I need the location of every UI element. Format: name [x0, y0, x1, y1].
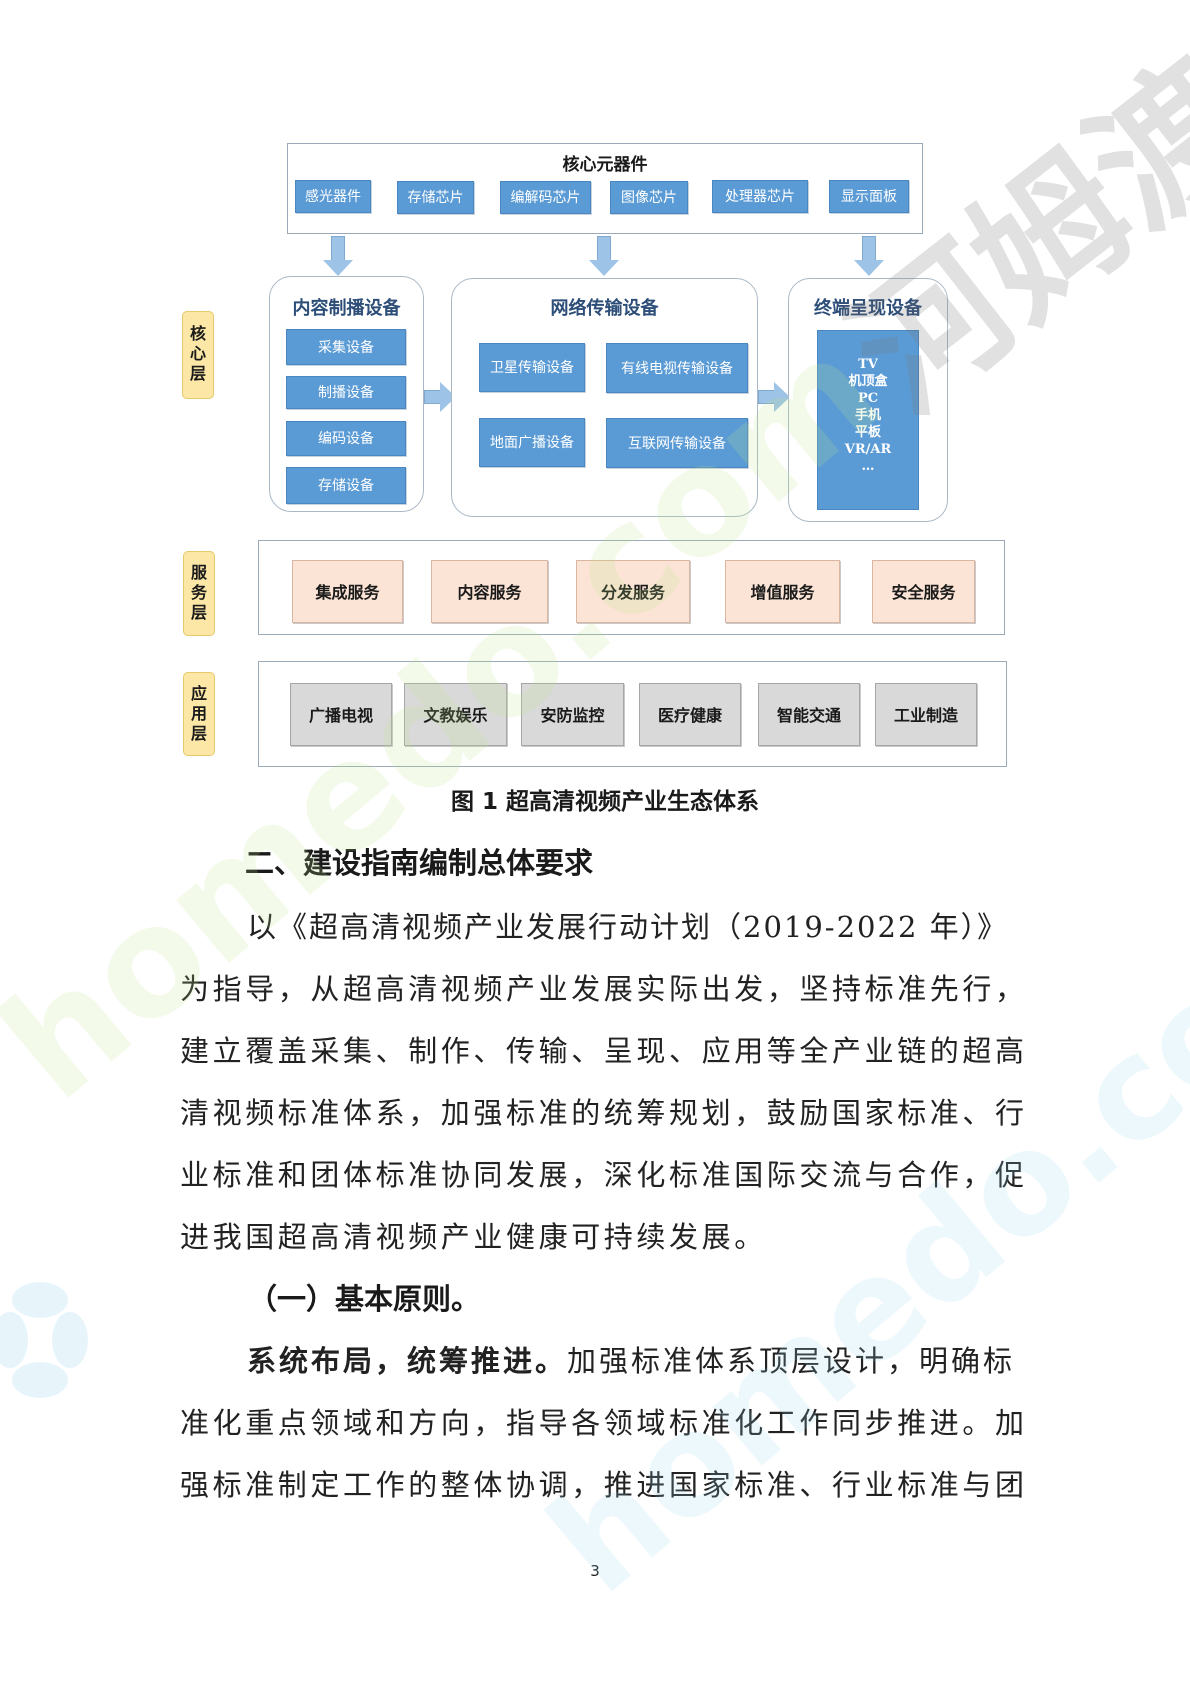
component-image-chip: 图像芯片 — [610, 181, 688, 214]
app-smart-transport: 智能交通 — [758, 683, 860, 746]
figure-caption: 图 1 超高清视频产业生态体系 — [450, 789, 760, 815]
terminal-item: 机顶盒 — [848, 374, 888, 389]
service-layer-frame — [258, 540, 1005, 635]
core-components-title: 核心元器件 — [562, 155, 648, 175]
service-value-added: 增值服务 — [725, 560, 840, 623]
terminal-item: 平板 — [854, 425, 881, 440]
service-distribution: 分发服务 — [576, 560, 690, 623]
paragraph-line: 准化重点领域和方向，指导各领域标准化工作同步推进。加 — [180, 1406, 1028, 1440]
paragraph-line: 业标准和团体标准协同发展，深化标准国际交流与合作，促 — [180, 1158, 1028, 1192]
paragraph-line: 建立覆盖采集、制作、传输、呈现、应用等全产业链的超高 — [180, 1034, 1028, 1068]
network-item-internet: 互联网传输设备 — [606, 418, 748, 468]
service-security: 安全服务 — [872, 560, 975, 623]
terminal-item: VR/AR — [844, 442, 892, 457]
arrow-down-icon — [323, 236, 353, 276]
arrow-down-icon — [854, 236, 884, 276]
app-security-monitoring: 安防监控 — [521, 683, 624, 746]
app-medical-health: 医疗健康 — [639, 683, 741, 746]
paragraph-line: 进我国超高清视频产业健康可持续发展。 — [180, 1220, 767, 1254]
component-storage-chip: 存储芯片 — [397, 181, 474, 214]
paragraph-line: 强标准制定工作的整体协调，推进国家标准、行业标准与团 — [180, 1468, 1028, 1502]
terminal-equipment-title: 终端呈现设备 — [814, 298, 922, 319]
service-content: 内容服务 — [431, 560, 548, 623]
page-number: 3 — [590, 1562, 600, 1580]
paragraph-line: 为指导，从超高清视频产业发展实际出发，坚持标准先行， — [180, 972, 1028, 1006]
network-equipment-box — [451, 278, 758, 517]
principle-text: 加强标准体系顶层设计，明确标 — [567, 1344, 1016, 1378]
app-broadcast-tv: 广播电视 — [290, 683, 392, 746]
app-industrial-manufacturing: 工业制造 — [875, 683, 977, 746]
application-layer-frame — [258, 661, 1007, 767]
content-item-encoding: 编码设备 — [286, 421, 406, 456]
principle-first-line: 系统布局，统筹推进。加强标准体系顶层设计，明确标 — [247, 1338, 1017, 1380]
app-culture-education: 文教娱乐 — [404, 683, 507, 746]
component-codec-chip: 编解码芯片 — [500, 181, 591, 214]
flower-logo-icon — [0, 1282, 88, 1398]
layer-tag-application: 应用层 — [183, 672, 215, 756]
section-heading: 二、建设指南编制总体要求 — [245, 846, 594, 880]
component-display-panel: 显示面板 — [829, 180, 909, 213]
network-equipment-title: 网络传输设备 — [550, 298, 659, 319]
content-item-production: 制播设备 — [286, 376, 406, 409]
component-processor-chip: 处理器芯片 — [712, 180, 808, 213]
network-item-cable-tv: 有线电视传输设备 — [606, 343, 748, 393]
paragraph-line: 清视频标准体系，加强标准的统筹规划，鼓励国家标准、行 — [180, 1096, 1028, 1130]
network-item-terrestrial: 地面广播设备 — [479, 418, 585, 467]
principle-lead: 系统布局，统筹推进。 — [247, 1344, 568, 1378]
layer-tag-core: 核心层 — [182, 311, 214, 399]
terminal-item: PC — [857, 391, 879, 406]
terminal-item: 手机 — [854, 408, 881, 423]
arrow-right-icon — [758, 382, 790, 412]
content-equipment-title: 内容制播设备 — [292, 298, 401, 319]
arrow-down-icon — [589, 236, 619, 276]
subsection-heading: （一）基本原则。 — [248, 1282, 481, 1316]
terminal-item: … — [861, 459, 875, 474]
content-item-capture: 采集设备 — [286, 329, 406, 365]
content-item-storage: 存储设备 — [286, 467, 406, 504]
network-item-satellite: 卫星传输设备 — [479, 343, 585, 392]
layer-tag-service: 服务层 — [183, 551, 215, 636]
terminal-item: TV — [858, 357, 878, 372]
terminal-devices-list: TV 机顶盒 PC 手机 平板 VR/AR … — [817, 330, 919, 510]
core-components-frame — [287, 143, 923, 234]
component-photosensor: 感光器件 — [295, 180, 371, 213]
paragraph-line: 以《超高清视频产业发展行动计划（2019-2022 年）》 — [247, 910, 1009, 944]
service-integration: 集成服务 — [292, 560, 403, 623]
